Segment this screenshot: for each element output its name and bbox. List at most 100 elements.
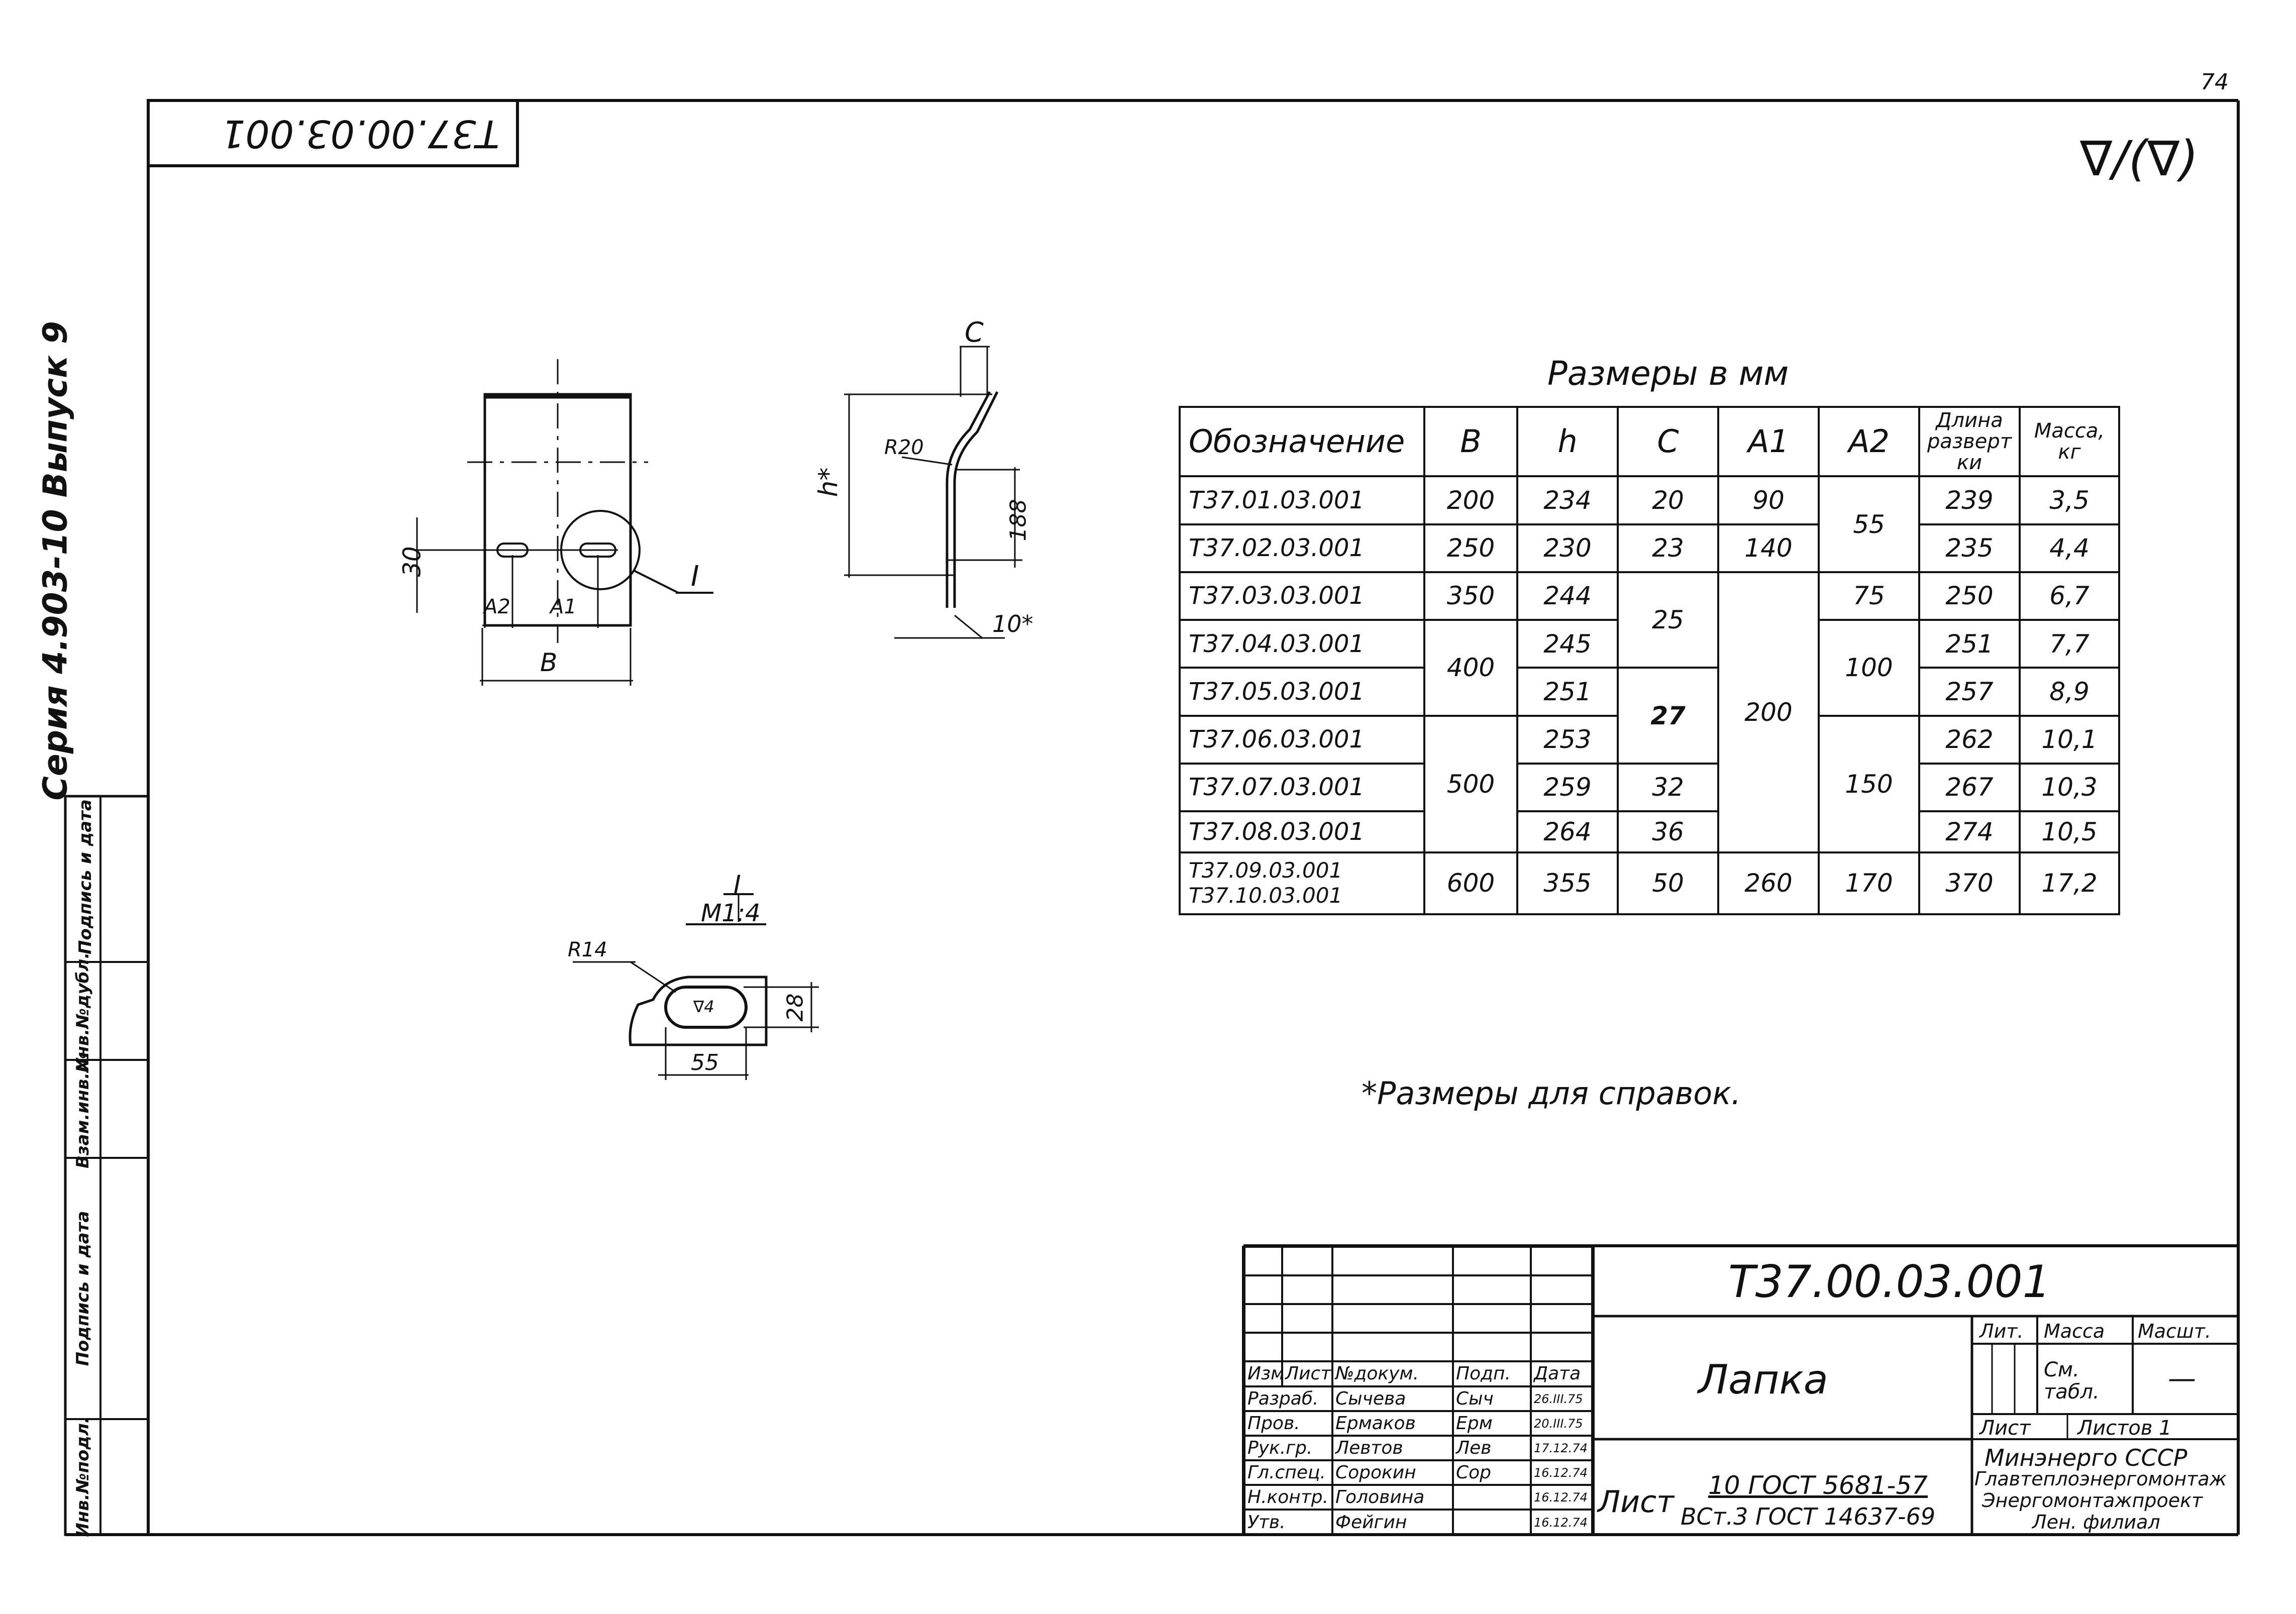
cell-mass: 6,7 bbox=[2019, 571, 2120, 621]
detail-view bbox=[573, 893, 819, 1080]
cell-b: 500 bbox=[1423, 714, 1518, 853]
table-row: Т37.09.03.001 Т37.10.03.001 600 355 50 2… bbox=[1179, 851, 2120, 916]
scale-label: Масшт. bbox=[2138, 1320, 2211, 1342]
cell-mass: 3,5 bbox=[2019, 475, 2120, 525]
role: Утв. bbox=[1243, 1509, 1333, 1536]
col-date: Дата bbox=[1530, 1360, 1595, 1387]
signature bbox=[1452, 1509, 1532, 1536]
cell-designation: Т37.08.03.001 bbox=[1179, 810, 1425, 853]
cell-length: 257 bbox=[1918, 667, 2021, 717]
detail-title: I bbox=[734, 870, 741, 899]
cell-h: 244 bbox=[1516, 571, 1619, 621]
cell-c: 32 bbox=[1617, 762, 1719, 813]
col-izm: Изм bbox=[1243, 1360, 1283, 1387]
cell-b: 350 bbox=[1423, 571, 1518, 621]
revision-grid: Изм Лист №докум. Подп. Дата Разраб. Сыче… bbox=[1243, 1246, 1595, 1536]
cell-b: 400 bbox=[1423, 619, 1518, 717]
cell-c: 20 bbox=[1617, 475, 1719, 525]
cell-designation: Т37.04.03.001 bbox=[1179, 619, 1425, 669]
table-row: Т37.08.03.001 264 36 274 10,5 bbox=[1179, 810, 2120, 853]
role: Разраб. bbox=[1243, 1385, 1333, 1412]
dim-h: h* bbox=[813, 467, 844, 497]
cell-a1: 90 bbox=[1717, 475, 1820, 525]
cell-mass: 8,9 bbox=[2019, 667, 2120, 717]
cell-length: 235 bbox=[1918, 523, 2021, 573]
cell-a1: 140 bbox=[1717, 523, 1820, 573]
table-title: Размеры в мм bbox=[1547, 354, 1789, 393]
col-list: Лист bbox=[1281, 1360, 1333, 1387]
header-mass-line1: Масса, bbox=[2034, 419, 2105, 443]
org-line1: Минэнерго СССР bbox=[1985, 1444, 2187, 1471]
col-doc: №докум. bbox=[1331, 1360, 1454, 1387]
cell-h: 264 bbox=[1516, 810, 1619, 853]
mass-value: См. табл. bbox=[2044, 1358, 2100, 1404]
org-line2: Главтеплоэнергомонтаж bbox=[1974, 1468, 2227, 1490]
material-line2: ВСт.3 ГОСТ 14637-69 bbox=[1681, 1503, 1936, 1530]
dim-188: 188 bbox=[1005, 499, 1031, 542]
col-sign: Подп. bbox=[1452, 1360, 1532, 1387]
header-length-line2: разверт bbox=[1927, 430, 2012, 454]
sheet-label: Лист bbox=[1979, 1417, 2031, 1440]
cell-designation: Т37.07.03.001 bbox=[1179, 762, 1425, 813]
header-c: С bbox=[1617, 405, 1719, 478]
cell-length: 267 bbox=[1918, 762, 2021, 813]
doc-code: Т37.00.03.001 bbox=[1728, 1256, 2051, 1308]
cell-a2: 75 bbox=[1818, 571, 1920, 621]
table-header-row: Обозначение В h С А1 А2 Длина разверт ки… bbox=[1179, 405, 2120, 478]
signature: Сор bbox=[1452, 1459, 1532, 1486]
cell-a2: 55 bbox=[1818, 475, 1920, 573]
header-mass: Масса, кг bbox=[2019, 405, 2120, 478]
signature: Сыч bbox=[1452, 1385, 1532, 1412]
page-number: 74 bbox=[2201, 69, 2229, 95]
date: 16.12.74 bbox=[1530, 1459, 1595, 1486]
header-length: Длина разверт ки bbox=[1918, 405, 2021, 478]
org-line4: Лен. филиал bbox=[2032, 1511, 2160, 1533]
dim-b: В bbox=[540, 648, 558, 677]
cell-b: 200 bbox=[1423, 475, 1518, 525]
cell-a2: 170 bbox=[1818, 851, 1920, 916]
dim-55: 55 bbox=[691, 1050, 719, 1075]
role: Рук.гр. bbox=[1243, 1435, 1333, 1461]
cell-mass: 7,7 bbox=[2019, 619, 2120, 669]
role: Гл.спец. bbox=[1243, 1459, 1333, 1486]
header-length-line3: ки bbox=[1956, 451, 1982, 475]
rotated-stamp-code: Т37.00.03.001 bbox=[221, 112, 500, 156]
table-row: Т37.01.03.001 200 234 20 90 55 239 3,5 bbox=[1179, 475, 2120, 573]
cell-designation: Т37.03.03.001 bbox=[1179, 571, 1425, 621]
cell-h: 245 bbox=[1516, 619, 1619, 669]
sheets-label: Листов 1 bbox=[2077, 1417, 2172, 1440]
cell-h: 253 bbox=[1516, 714, 1619, 765]
dimensions-table: Обозначение В h С А1 А2 Длина разверт ки… bbox=[1179, 405, 2120, 916]
cell-length: 370 bbox=[1918, 851, 2021, 916]
cell-b: 250 bbox=[1423, 523, 1518, 573]
cell-designation: Т37.01.03.001 bbox=[1179, 475, 1425, 525]
cell-designation: Т37.02.03.001 bbox=[1179, 523, 1425, 573]
reference-note: *Размеры для справок. bbox=[1362, 1075, 1741, 1112]
signature: Ерм bbox=[1452, 1410, 1532, 1437]
person-name: Фейгин bbox=[1331, 1509, 1454, 1536]
date: 17.12.74 bbox=[1530, 1435, 1595, 1461]
cell-a1: 200 bbox=[1717, 571, 1820, 853]
cell-designation: Т37.05.03.001 bbox=[1179, 667, 1425, 717]
table-row: Т37.05.03.001 251 27 257 8,9 bbox=[1179, 667, 2120, 765]
part-name: Лапка bbox=[1698, 1356, 1828, 1403]
header-designation: Обозначение bbox=[1179, 405, 1425, 478]
callout-i: I bbox=[691, 560, 699, 593]
scale-value: — bbox=[2168, 1362, 2196, 1395]
person-name: Левтов bbox=[1331, 1435, 1454, 1461]
cell-h: 234 bbox=[1516, 475, 1619, 525]
person-name: Сычева bbox=[1331, 1385, 1454, 1412]
cell-mass: 10,1 bbox=[2019, 714, 2120, 765]
cell-h: 230 bbox=[1516, 523, 1619, 573]
table-row: Т37.06.03.001 500 253 150 262 10,1 bbox=[1179, 714, 2120, 853]
table-row: Т37.07.03.001 259 32 267 10,3 bbox=[1179, 762, 2120, 813]
signature-row: Разраб. Сычева Сыч 26.III.75 bbox=[1243, 1385, 1595, 1412]
role: Пров. bbox=[1243, 1410, 1333, 1437]
signature bbox=[1452, 1484, 1532, 1511]
strip-label-sign-date-1: Подпись и дата bbox=[73, 1211, 93, 1366]
header-h: h bbox=[1516, 405, 1619, 478]
cell-c: 36 bbox=[1617, 810, 1719, 853]
cell-c: 25 bbox=[1617, 571, 1719, 669]
cell-length: 251 bbox=[1918, 619, 2021, 669]
